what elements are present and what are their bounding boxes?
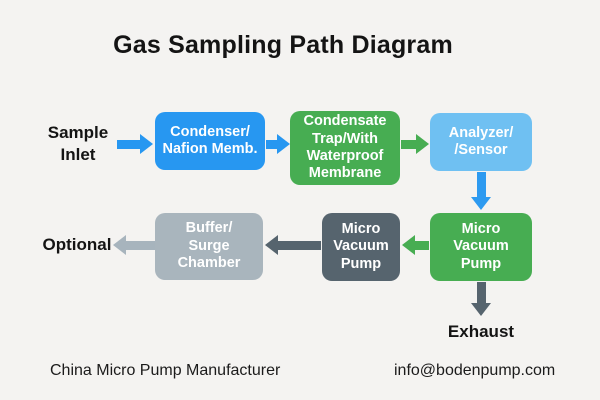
analyzer-box: Analyzer/ /Sensor (430, 113, 532, 171)
buffer-surge-chamber-box: Buffer/ Surge Chamber (155, 213, 263, 280)
arrow-head-right-icon (140, 134, 153, 154)
arrow-shaft (476, 172, 486, 197)
sample-inlet-label: Sample Inlet (47, 123, 109, 165)
arrow-trap-to-analyzer (401, 134, 429, 154)
exhaust-label: Exhaust (447, 322, 515, 341)
condenser-box: Condenser/ Nafion Memb. (155, 112, 265, 170)
condensate-trap-box: Condensate Trap/With Waterproof Membrane (290, 111, 400, 185)
footer-manufacturer-text: China Micro Pump Manufacturer (50, 362, 281, 379)
optional-label: Optional (42, 235, 112, 254)
arrow-pump-to-exhaust (471, 282, 491, 316)
arrow-shaft (476, 282, 486, 303)
arrow-shaft (401, 139, 416, 149)
arrow-head-right-icon (277, 134, 290, 154)
arrow-shaft (126, 240, 155, 250)
arrow-head-left-icon (113, 235, 126, 255)
arrow-pump-to-buffer (265, 235, 321, 255)
arrow-condenser-to-trap (266, 134, 290, 154)
arrow-shaft (117, 139, 140, 149)
arrow-analyzer-to-pump (471, 172, 491, 210)
arrow-head-down-icon (471, 197, 491, 210)
arrow-head-down-icon (471, 303, 491, 316)
arrow-inlet-to-condenser (117, 134, 153, 154)
arrow-shaft (266, 139, 277, 149)
arrow-pump-to-pump (402, 235, 429, 255)
arrow-head-left-icon (265, 235, 278, 255)
page-title: Gas Sampling Path Diagram (113, 31, 453, 59)
micro-vacuum-pump-box: Micro Vacuum Pump (430, 213, 532, 281)
arrow-head-right-icon (416, 134, 429, 154)
arrow-buffer-to-optional (113, 235, 155, 255)
arrow-shaft (415, 240, 429, 250)
footer-email-text: info@bodenpump.com (394, 362, 556, 379)
micro-vacuum-pump-box-secondary: Micro Vacuum Pump (322, 213, 400, 281)
arrow-head-left-icon (402, 235, 415, 255)
arrow-shaft (278, 240, 321, 250)
